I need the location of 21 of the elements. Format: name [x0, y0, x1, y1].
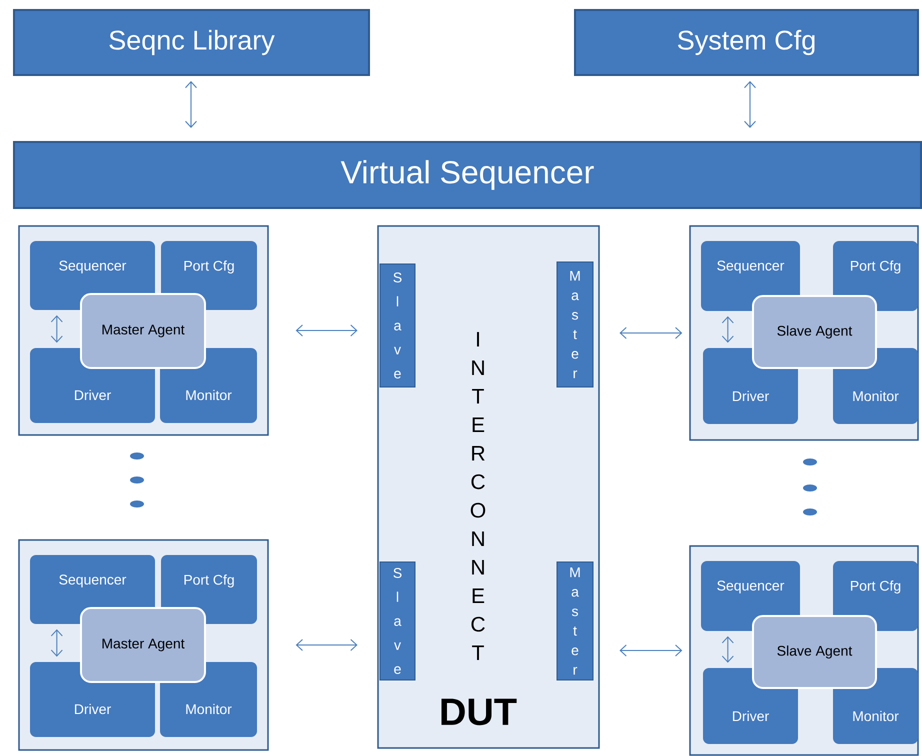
slave-port: Slave [380, 562, 416, 680]
arrow [620, 644, 682, 656]
arrow [744, 81, 756, 128]
arrow [620, 327, 682, 339]
agent-box: Master Agent [80, 293, 206, 369]
master-port: Master [556, 262, 594, 388]
arrow [722, 316, 734, 343]
arrow [722, 636, 734, 663]
library-box: Seqnc Library [13, 9, 370, 76]
arrow [50, 315, 63, 343]
slave-port: Slave [380, 264, 416, 388]
sequencer-bar: Virtual Sequencer [13, 141, 922, 209]
arrow [50, 629, 63, 657]
arrow [185, 81, 197, 128]
agent-box: Slave Agent [752, 295, 877, 369]
agent-box: Master Agent [80, 607, 206, 683]
agent-box: Slave Agent [752, 615, 877, 689]
arrow [296, 324, 358, 336]
config-box: System Cfg [574, 9, 919, 76]
arrow [296, 639, 358, 651]
master-port: Master [556, 562, 594, 680]
